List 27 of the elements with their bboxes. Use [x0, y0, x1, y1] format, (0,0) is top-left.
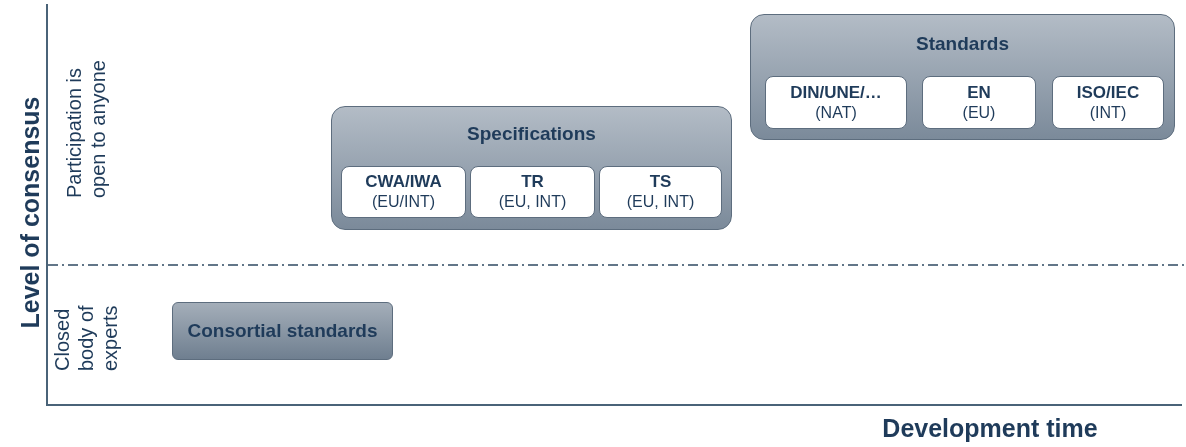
- card-title: CWA/IWA: [365, 172, 442, 192]
- card-scope: (EU): [962, 102, 996, 123]
- card-scope: (INT): [1089, 102, 1127, 123]
- group-title: Standards: [915, 33, 1010, 55]
- card-scope: (NAT): [815, 102, 857, 123]
- card-title: DIN/UNE/…: [790, 82, 882, 103]
- group-panel: [750, 14, 1175, 140]
- card-scope: (EU, INT): [626, 192, 695, 212]
- category-box: Consortial standards: [172, 302, 393, 360]
- group-panel: [331, 106, 732, 230]
- category-card: [470, 166, 595, 218]
- card-title: ISO/IEC: [1076, 82, 1140, 103]
- category-card: [599, 166, 722, 218]
- region-label: Participation is open to anyone: [62, 59, 110, 198]
- card-title: EN: [967, 82, 991, 103]
- card-scope: (EU/INT): [371, 192, 436, 212]
- card-scope: (EU, INT): [498, 192, 567, 212]
- axis-title: Development time: [882, 413, 1098, 443]
- card-title: TR: [521, 172, 544, 192]
- card-title: TS: [649, 172, 672, 192]
- category-card: [341, 166, 466, 218]
- axis-title: Level of consensus: [15, 96, 45, 328]
- category-card: [922, 76, 1036, 129]
- category-card: [765, 76, 907, 129]
- group-title: Specifications: [466, 123, 597, 145]
- category-card: [1052, 76, 1164, 129]
- region-label: Closed body of experts: [50, 304, 122, 371]
